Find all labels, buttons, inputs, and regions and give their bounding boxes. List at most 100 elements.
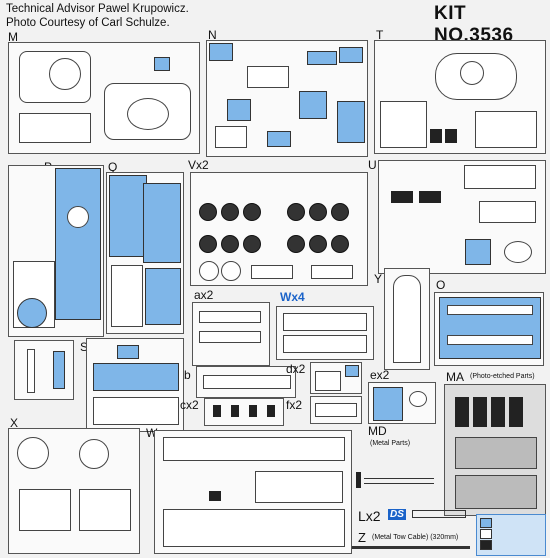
sprue-o (434, 292, 544, 366)
tow-cable (352, 546, 470, 549)
ma-subtitle: (Photo-etched Parts) (470, 373, 535, 380)
highlighted-part (339, 47, 363, 63)
sprue-wx4 (276, 306, 374, 360)
highlighted-part (307, 51, 337, 65)
dark-part (445, 129, 457, 143)
track-link-part (412, 510, 466, 518)
photo-credit: Photo Courtesy of Carl Schulze. (6, 17, 170, 29)
sprue-vx2 (190, 172, 368, 286)
sprue-t (374, 40, 546, 154)
etched-panel (455, 475, 537, 509)
ds-logo: DS (388, 504, 406, 522)
metal-part (356, 472, 361, 488)
sprue-label-md: MD (368, 424, 387, 438)
dark-part (209, 491, 221, 501)
small-part (311, 265, 353, 279)
plate-part (380, 101, 427, 148)
sprue-b (196, 366, 296, 398)
highlighted-part (53, 351, 65, 389)
road-wheel (243, 203, 261, 221)
sprue-label-z: Z (358, 530, 366, 545)
sprue-ax2 (192, 302, 270, 366)
road-wheel (309, 235, 327, 253)
road-wheel (221, 203, 239, 221)
sprue-label-m: M (8, 30, 18, 44)
highlighted-part (227, 99, 251, 121)
sprue-s (86, 338, 184, 432)
sprue-label-q: Q (108, 160, 118, 174)
highlighted-part (465, 239, 491, 265)
sprue-label-dx2: dx2 (286, 362, 306, 376)
sprue-label-y: Y (374, 272, 383, 286)
ring-part (409, 391, 427, 407)
sprue-label-vx2: Vx2 (188, 158, 209, 172)
frame-part (111, 265, 143, 327)
ds-logo-text: DS (388, 509, 406, 520)
legend-swatch (480, 518, 492, 528)
road-wheel (309, 203, 327, 221)
sprue-label-t: T (376, 28, 384, 42)
plate-part (464, 165, 536, 189)
road-wheel (199, 235, 217, 253)
sprue-fx2 (310, 396, 362, 424)
technical-advisor-credit: Technical Advisor Pawel Krupowicz. (6, 3, 189, 15)
frame-part (19, 489, 71, 531)
sprue-w (154, 430, 352, 554)
metal-rod (364, 478, 434, 484)
plate-part (19, 113, 91, 143)
sprue-label-s: S (80, 340, 89, 354)
dark-part (213, 405, 221, 417)
track-part (283, 313, 367, 331)
sprue-cx2 (204, 398, 284, 426)
dark-part (267, 405, 275, 417)
sprue-label-ax2: ax2 (194, 288, 214, 302)
highlighted-part (267, 131, 291, 147)
etched-part (455, 397, 469, 427)
etched-part (473, 397, 487, 427)
dark-part (231, 405, 239, 417)
rail-part (447, 335, 533, 345)
small-part (251, 265, 293, 279)
rod-part (27, 349, 35, 393)
sprue-label-lx2: Lx2 (358, 508, 381, 524)
frame-part (163, 509, 345, 547)
highlighted-part (345, 365, 359, 377)
sprue-label-fx2: fx2 (286, 398, 303, 412)
dark-part (419, 191, 441, 203)
sprue-label-ma: MA (446, 370, 464, 384)
ring-part (17, 437, 49, 469)
road-wheel (243, 235, 261, 253)
legend-box (476, 514, 546, 556)
small-part (247, 66, 289, 88)
sprocket (199, 261, 219, 281)
sprue-g (14, 340, 74, 400)
small-part (215, 126, 247, 148)
frame-part (255, 471, 343, 503)
highlighted-part (109, 175, 147, 257)
md-subtitle: (Metal Parts) (370, 440, 411, 447)
z-subtitle: (Metal Tow Cable) (320mm) (372, 534, 459, 541)
sprue-label-w: W (146, 426, 158, 440)
highlighted-part (145, 268, 181, 325)
etched-part (491, 397, 505, 427)
sprue-label-n: N (208, 28, 217, 42)
sprue-p (8, 165, 104, 337)
highlighted-part (209, 43, 233, 61)
highlighted-part (154, 57, 170, 71)
highlighted-part (93, 363, 179, 391)
road-wheel (199, 203, 217, 221)
plate-part (475, 111, 537, 148)
sprue-label-u: U (368, 158, 377, 172)
small-part (203, 375, 291, 389)
sprocket (221, 261, 241, 281)
rail-part (447, 305, 533, 315)
sprue-m (8, 42, 200, 154)
road-wheel (287, 235, 305, 253)
small-part (315, 403, 357, 417)
cupola-part (460, 61, 484, 85)
sprue-u (378, 160, 546, 274)
sprue-label-o: O (436, 278, 446, 292)
sprue-q (106, 172, 184, 334)
highlighted-part (337, 101, 365, 143)
exhaust-part (393, 275, 421, 363)
